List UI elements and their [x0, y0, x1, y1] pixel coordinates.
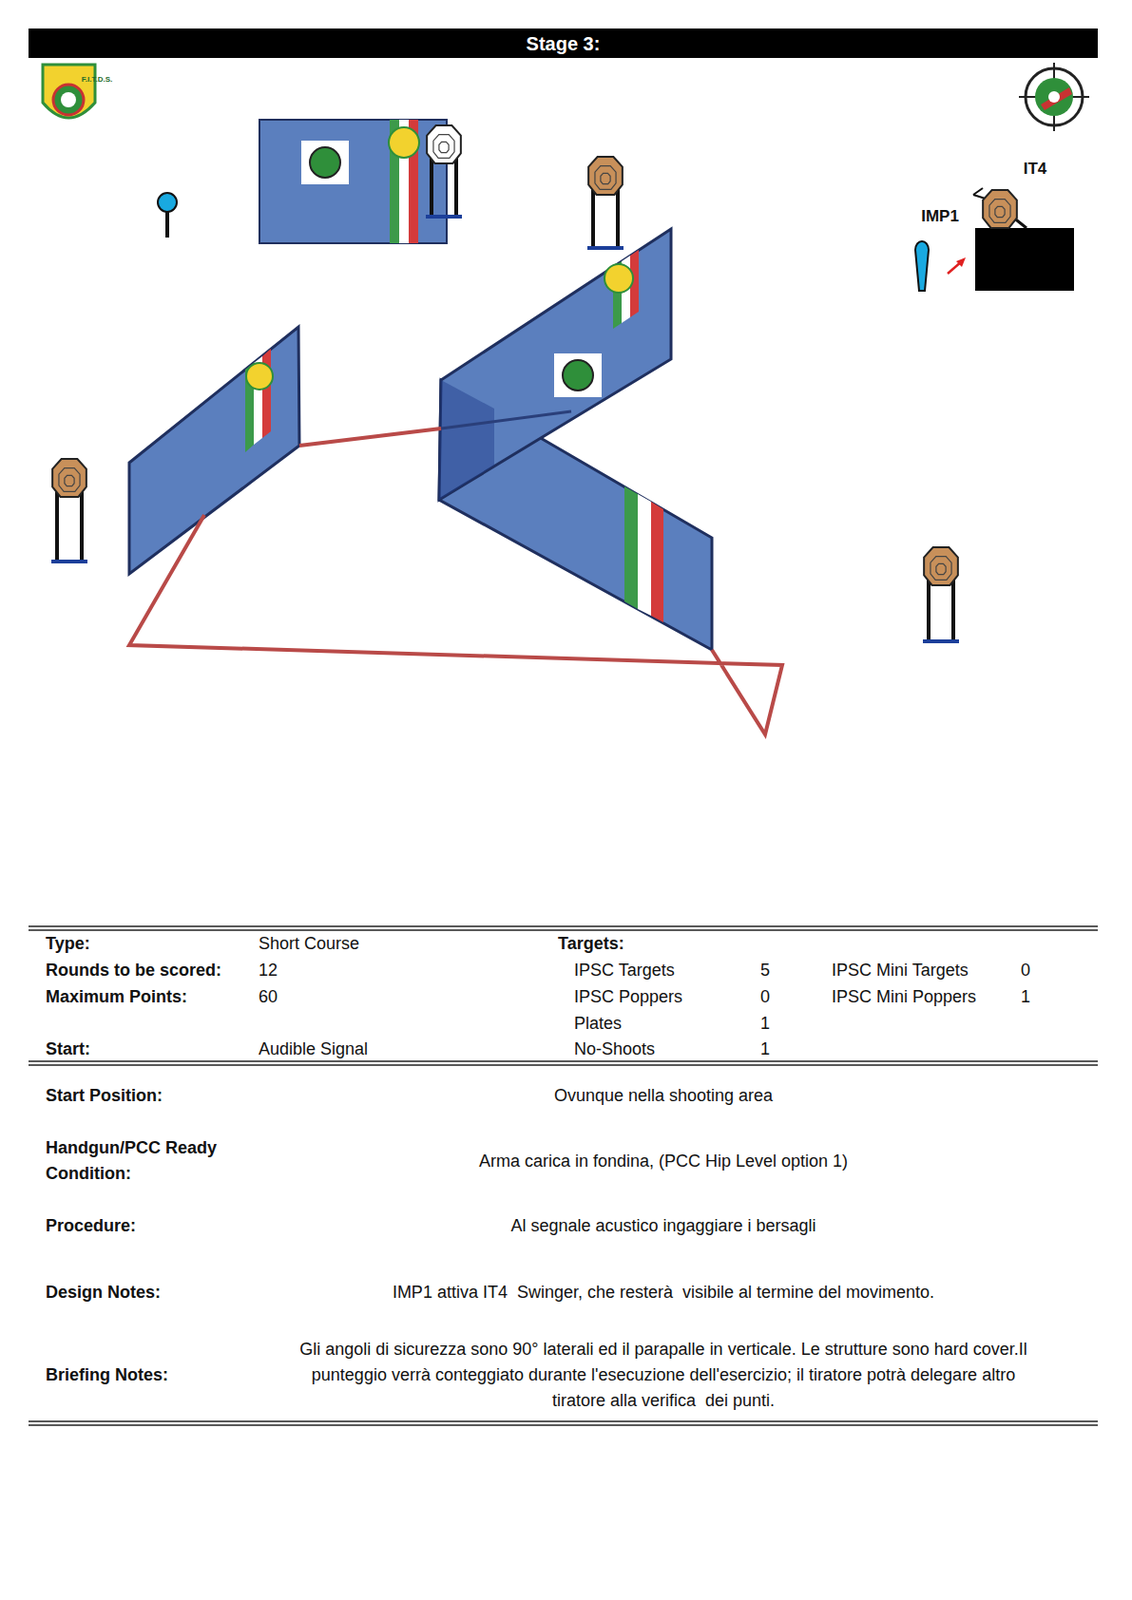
right-walls: [439, 229, 712, 651]
mini-popper: [157, 192, 177, 238]
target-id: IMP1: [911, 203, 969, 230]
field-name: Briefing Notes:: [45, 1362, 169, 1389]
target-type: No-Shoots: [574, 1036, 655, 1063]
no-shoot-target: [425, 125, 462, 219]
stage-title: Stage 3:: [28, 31, 1098, 58]
field-value: 60: [258, 984, 278, 1011]
target-count: 5: [760, 958, 770, 984]
target-type: IPSC Mini Targets: [831, 958, 969, 984]
field-name: Targets:: [557, 931, 625, 958]
field-name: Rounds to be scored:: [45, 958, 222, 984]
swinger-box: [947, 188, 1075, 291]
target-count: 0: [760, 984, 770, 1011]
target-id: IT4: [1011, 155, 1059, 182]
ipsc-target: [922, 547, 960, 644]
field-value: Al segnale acustico ingaggiare i bersagl…: [283, 1213, 1044, 1240]
field-name: Maximum Points:: [45, 984, 188, 1011]
ipsc-target: [587, 156, 624, 250]
field-value: Audible Signal: [258, 1036, 368, 1063]
target-count: 1: [1020, 984, 1031, 1011]
title-bar: [28, 28, 1098, 58]
field-name: Start Position:: [45, 1083, 163, 1110]
top-wall: [259, 119, 447, 244]
shooting-area-line: [129, 428, 783, 735]
field-value: Gli angoli di sicurezza sono 90° lateral…: [283, 1337, 1044, 1415]
field-name: Type:: [45, 931, 91, 958]
target-count: 1: [760, 1011, 770, 1037]
fitds-logo: [42, 64, 96, 118]
field-value: IMP1 attiva IT4 Swinger, che resterà vis…: [283, 1280, 1044, 1306]
activator-popper: [915, 241, 929, 291]
target-type: IPSC Poppers: [574, 984, 683, 1011]
left-wall: [129, 326, 300, 575]
ipsc-target: [51, 459, 88, 564]
field-value: Ovunque nella shooting area: [283, 1083, 1044, 1110]
field-value: Short Course: [258, 931, 360, 958]
table-rules: [28, 926, 1098, 1426]
field-name: Start:: [45, 1036, 91, 1063]
target-type: IPSC Targets: [574, 958, 675, 984]
ipsc-target: [982, 190, 1017, 229]
target-type: Plates: [574, 1011, 622, 1037]
field-value: Arma carica in fondina, (PCC Hip Level o…: [283, 1149, 1044, 1175]
target-count: 1: [760, 1036, 770, 1063]
club-logo: [1018, 62, 1090, 132]
field-name: Handgun/PCC Ready Condition:: [45, 1135, 250, 1188]
target-count: 0: [1020, 958, 1031, 984]
field-name: Procedure:: [45, 1213, 136, 1240]
target-type: IPSC Mini Poppers: [831, 984, 977, 1011]
logo-text: F.I.T.D.S.: [68, 75, 126, 85]
field-value: 12: [258, 958, 278, 984]
field-name: Design Notes:: [45, 1280, 161, 1306]
